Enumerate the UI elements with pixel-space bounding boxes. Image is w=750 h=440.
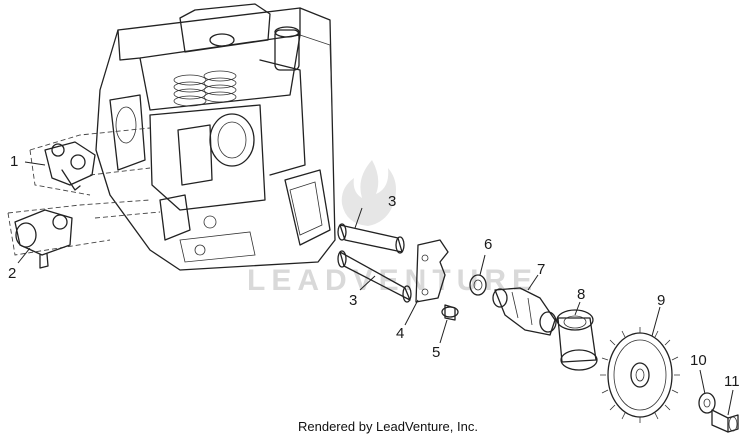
part-camshaft-7: [492, 287, 557, 336]
callout-4: 4: [396, 325, 404, 342]
projection-lines: [7, 127, 161, 256]
callout-2: 2: [8, 265, 16, 282]
part-bushing-6: [469, 274, 487, 296]
callout-1: 1: [10, 153, 18, 170]
cylinder-head: [95, 3, 336, 271]
part-rocker-arm-2: [14, 209, 73, 269]
callout-8: 8: [577, 286, 585, 303]
callout-5: 5: [432, 344, 440, 361]
callout-10: 10: [690, 352, 707, 369]
callouts: 1 2 3 3 4 5 6 7 8 9 10 11: [8, 153, 740, 390]
part-washer-10: [698, 392, 716, 414]
callout-9: 9: [657, 292, 665, 309]
watermark: LEADVENTURE: [247, 160, 532, 297]
callout-3-upper: 3: [388, 193, 396, 210]
credit-text: Rendered by LeadVenture, Inc.: [298, 419, 478, 434]
part-cam-gear-9: [600, 327, 680, 423]
leader-lines: [17, 161, 734, 416]
callout-7: 7: [537, 261, 545, 278]
part-guide-plate: [415, 239, 449, 303]
callout-6: 6: [484, 236, 492, 253]
part-bolt-11: [711, 409, 739, 433]
callout-11: 11: [724, 373, 740, 390]
part-push-rods: [337, 223, 412, 303]
callout-3-lower: 3: [349, 292, 357, 309]
part-bearing-8: [556, 309, 598, 371]
part-bolt-5: [441, 304, 459, 321]
part-rocker-arm-1: [44, 141, 96, 191]
